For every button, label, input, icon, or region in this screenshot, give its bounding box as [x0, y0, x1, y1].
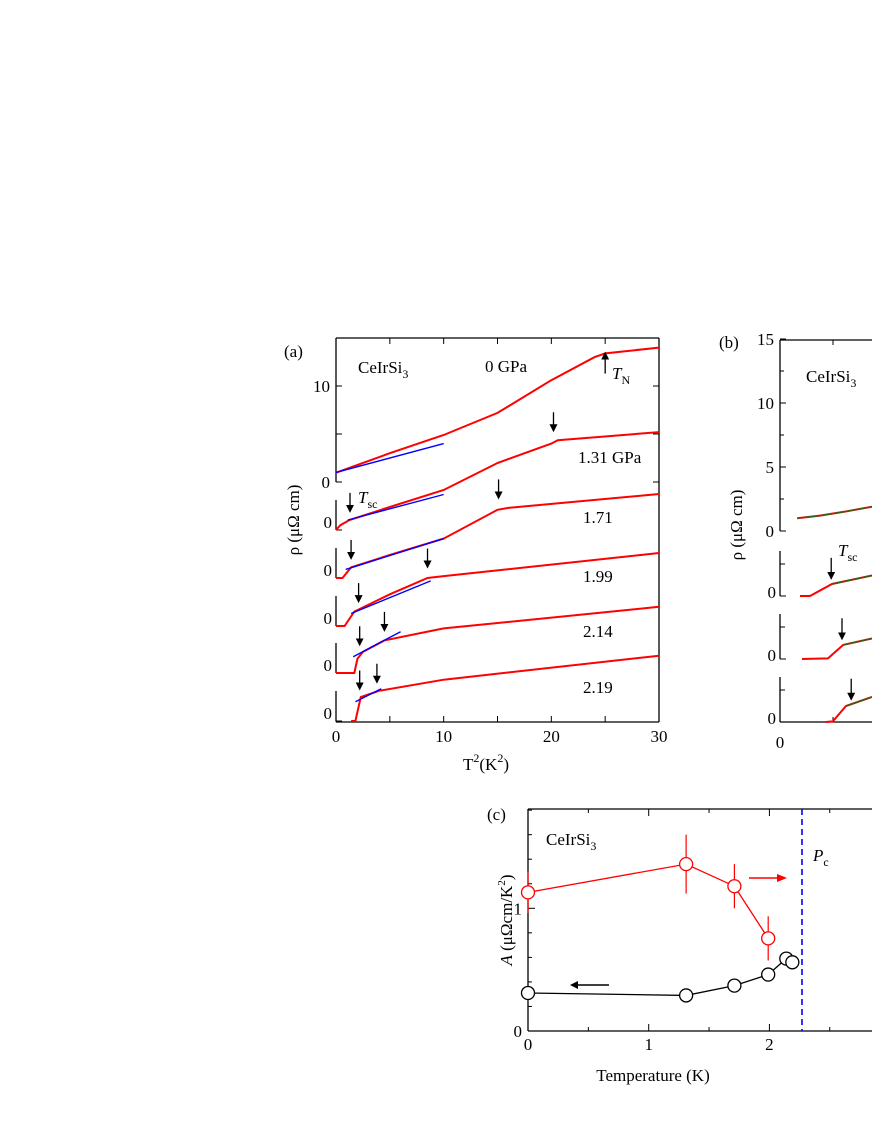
pressure-label: 1.71	[583, 508, 613, 527]
pc-label: Pc	[812, 846, 829, 869]
panel-c-ylabel: A (μΩcm/K2)	[496, 875, 516, 967]
y-tick-label: 15	[757, 330, 774, 349]
fit-line-1	[347, 493, 444, 521]
subpanel-zero-label: 0	[324, 656, 333, 675]
x-tick-label: 1	[644, 1035, 653, 1054]
panel-b: (b) CeIrSi3 ρ (μΩ cm) Tsc 0 5 10 15 0 0 0 0	[719, 330, 872, 752]
x-tick-label: 0	[524, 1035, 533, 1054]
data-curve-2	[336, 493, 660, 579]
panel-a-label: (a)	[284, 342, 303, 361]
series-line-right	[527, 863, 769, 939]
fit-line-0	[797, 506, 872, 519]
pressure-label: 1.99	[583, 567, 613, 586]
data-point-right	[520, 885, 536, 900]
fit-line-2	[345, 537, 444, 571]
data-curve-5	[351, 654, 660, 722]
fit-line-2	[843, 637, 872, 646]
series-line-left	[527, 957, 793, 997]
pressure-label: 1.31 GPa	[578, 448, 642, 467]
y-tick-label: 1	[514, 899, 523, 918]
fit-line-4	[352, 631, 401, 658]
tn-label: TN	[612, 364, 630, 387]
subpanel-zero-label: 0	[768, 583, 777, 602]
panel-a-ylabel: ρ (μΩ cm)	[284, 485, 303, 556]
panel-b-ylabel: ρ (μΩ cm)	[727, 490, 746, 561]
x-tick-label: 2	[765, 1035, 774, 1054]
pressure-label: 2.14	[583, 622, 613, 641]
data-point-left	[520, 985, 536, 1001]
y-tick-label: 5	[766, 458, 775, 477]
y-tick-label: 0	[322, 473, 331, 492]
panel-a-xlabel: T2(K2)	[463, 751, 509, 774]
data-curve-1	[335, 431, 660, 531]
y-tick-label: 10	[313, 377, 330, 396]
panel-a: (a) CeIrSi3 ρ (μΩ cm) T2(K2) TN Tsc 0 10 2…	[284, 337, 668, 774]
y-tick-label: 10	[757, 394, 774, 413]
pressure-label: 2.19	[583, 678, 613, 697]
x-tick-label: 30	[651, 727, 668, 746]
panel-c: (c) CeIrSi3 A (μΩcm/K2) Temperature (K) …	[487, 805, 872, 1085]
panel-b-compound: CeIrSi3	[806, 367, 856, 390]
x-tick-label: 20	[543, 727, 560, 746]
panel-a-compound: CeIrSi3	[358, 358, 408, 381]
fit-line-0	[335, 442, 444, 474]
fit-line-3	[845, 696, 872, 707]
fit-line-1	[831, 574, 872, 585]
tsc-label-a: Tsc	[358, 488, 377, 511]
pressure-label: 0 GPa	[485, 357, 527, 376]
panel-b-label: (b)	[719, 333, 739, 352]
x-tick-label: 10	[435, 727, 452, 746]
x-tick-label: 0	[776, 733, 785, 752]
y-tick-label: 0	[514, 1022, 523, 1041]
subpanel-zero-label: 0	[324, 704, 333, 723]
panel-c-xlabel: Temperature (K)	[596, 1066, 710, 1085]
data-point-left	[678, 988, 694, 1003]
data-point-left	[785, 955, 800, 970]
y-tick-label: 0	[766, 522, 775, 541]
x-tick-label: 0	[332, 727, 341, 746]
data-point-left	[761, 967, 776, 982]
data-curve-2	[801, 637, 872, 660]
subpanel-zero-label: 0	[324, 561, 333, 580]
data-point-right	[761, 931, 776, 946]
fit-line-3	[350, 580, 431, 615]
panel-c-label: (c)	[487, 805, 506, 824]
tsc-label-b: Tsc	[838, 541, 857, 564]
fit-line-5	[355, 688, 382, 703]
subpanel-zero-label: 0	[324, 513, 333, 532]
data-point-left	[727, 978, 742, 993]
panel-c-compound: CeIrSi3	[546, 830, 596, 853]
data-curve-3	[336, 552, 660, 627]
subpanel-zero-label: 0	[768, 709, 777, 728]
subpanel-zero-label: 0	[768, 646, 777, 665]
data-curve-1	[800, 574, 872, 597]
subpanel-zero-label: 0	[324, 609, 333, 628]
data-point-right	[678, 856, 694, 872]
data-point-right	[727, 879, 742, 894]
